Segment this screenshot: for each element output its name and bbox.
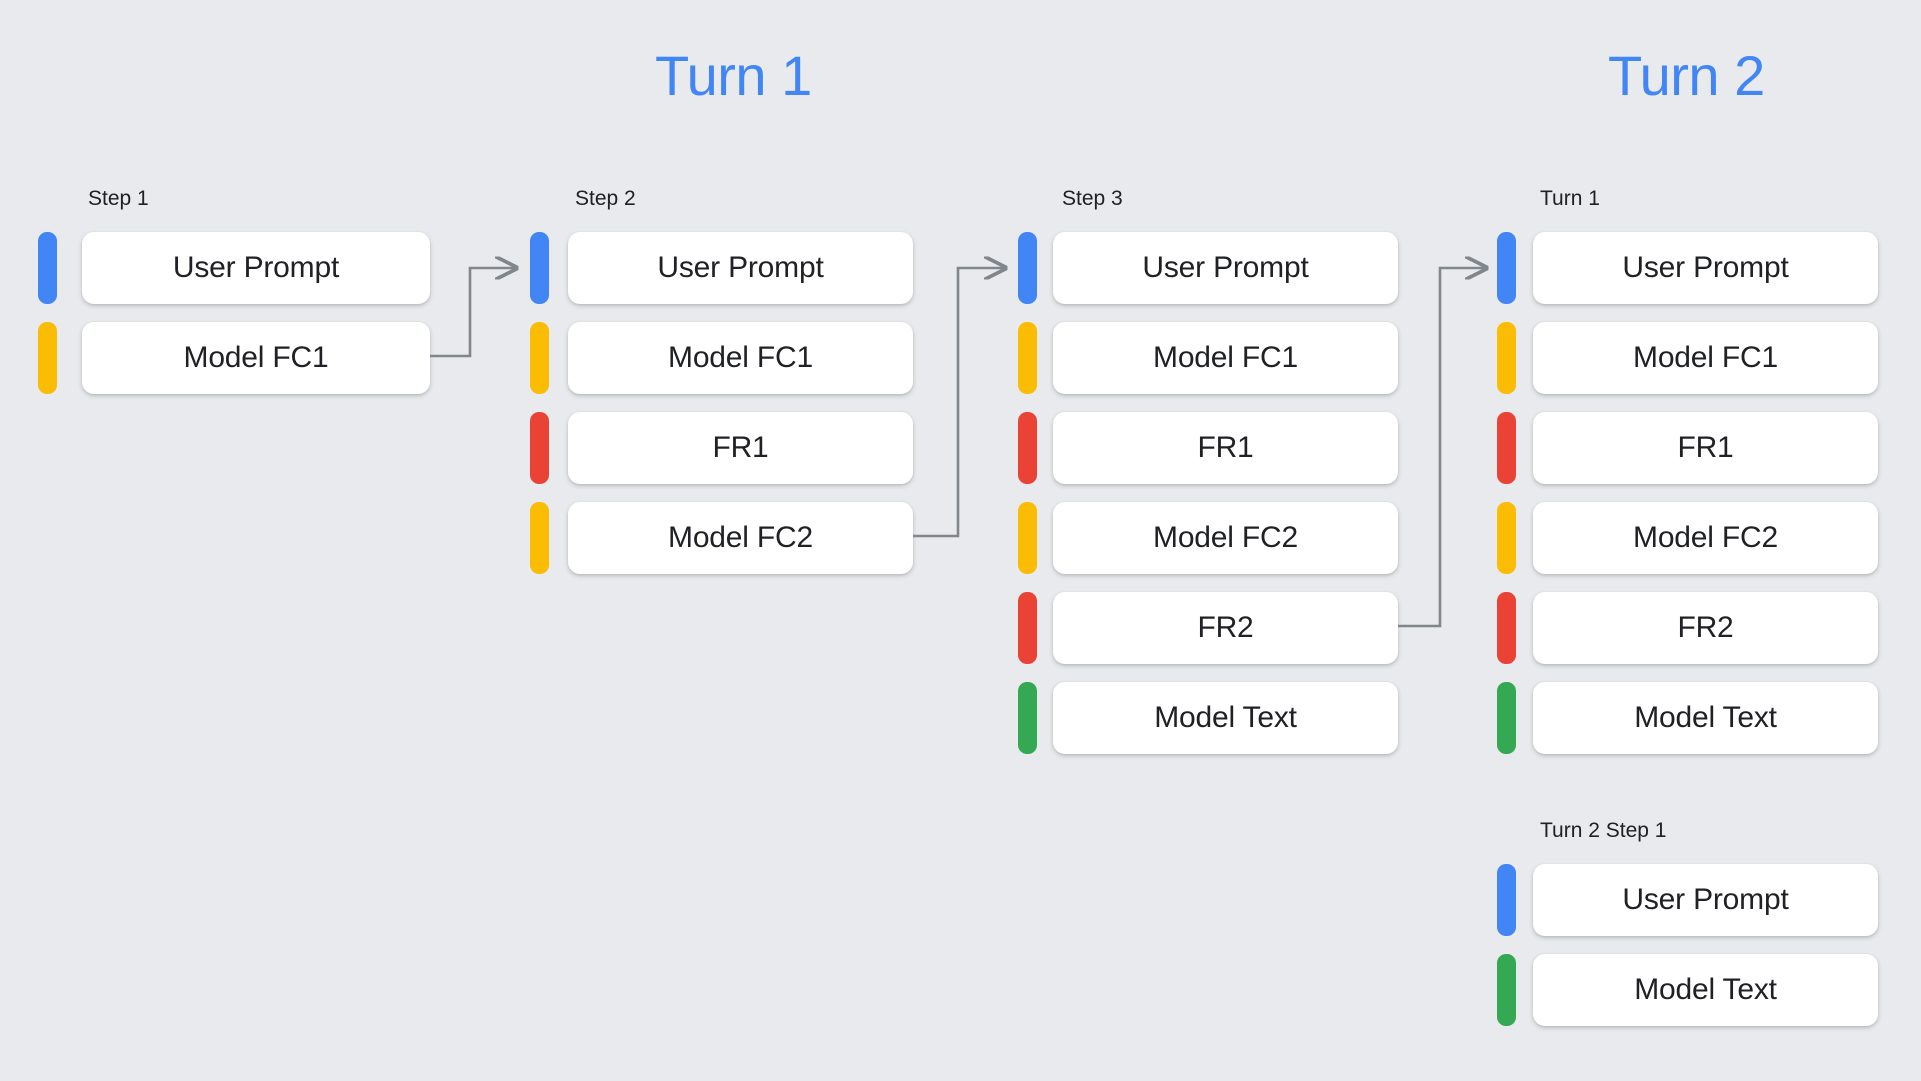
message-card-label: Model Text — [1154, 701, 1297, 734]
turn-2-title: Turn 2 — [1608, 44, 1765, 107]
message-card[interactable]: FR2 — [1533, 592, 1878, 664]
type-bar-model-fc-icon — [38, 322, 57, 394]
message-card[interactable]: User Prompt — [1533, 232, 1878, 304]
type-bar-model-fc-icon — [1497, 322, 1516, 394]
type-bar-model-text-icon — [1497, 954, 1516, 1026]
message-card[interactable]: User Prompt — [82, 232, 430, 304]
message-card-label: Model FC2 — [1153, 521, 1298, 554]
message-card[interactable]: User Prompt — [1053, 232, 1398, 304]
message-card[interactable]: FR1 — [1053, 412, 1398, 484]
message-card-label: User Prompt — [1622, 251, 1789, 284]
column-label-step-2: Step 2 — [575, 187, 636, 210]
list-item[interactable]: User Prompt — [1497, 232, 1878, 304]
message-card-label: Model Text — [1634, 701, 1777, 734]
message-card[interactable]: FR2 — [1053, 592, 1398, 664]
column-label-step-3: Step 3 — [1062, 187, 1123, 210]
list-item[interactable]: Model FC1 — [1018, 322, 1398, 394]
message-card-label: Model FC2 — [1633, 521, 1778, 554]
type-bar-function-response-icon — [1497, 412, 1516, 484]
type-bar-function-response-icon — [1018, 592, 1037, 664]
message-card-label: Model Text — [1634, 973, 1777, 1006]
list-item[interactable]: User Prompt — [38, 232, 430, 304]
list-item[interactable]: Model Text — [1497, 954, 1878, 1026]
type-bar-user-prompt-icon — [1018, 232, 1037, 304]
turn-1-title: Turn 1 — [655, 44, 812, 107]
type-bar-model-text-icon — [1018, 682, 1037, 754]
message-card[interactable]: FR1 — [568, 412, 913, 484]
list-item[interactable]: FR2 — [1018, 592, 1398, 664]
type-bar-model-fc-icon — [530, 322, 549, 394]
list-item[interactable]: Model FC1 — [530, 322, 913, 394]
message-card-label: FR1 — [1677, 431, 1734, 464]
type-bar-function-response-icon — [530, 412, 549, 484]
message-card-label: Model FC1 — [1633, 341, 1778, 374]
message-card[interactable]: Model FC1 — [82, 322, 430, 394]
list-item[interactable]: Model Text — [1018, 682, 1398, 754]
type-bar-user-prompt-icon — [38, 232, 57, 304]
list-item[interactable]: User Prompt — [1018, 232, 1398, 304]
message-card-label: FR2 — [1197, 611, 1254, 644]
message-card-label: Model FC2 — [668, 521, 813, 554]
list-item[interactable]: Model FC2 — [1497, 502, 1878, 574]
message-card-label: User Prompt — [1622, 883, 1789, 916]
message-card[interactable]: Model FC1 — [1053, 322, 1398, 394]
message-card-label: Model FC1 — [668, 341, 813, 374]
message-card-label: User Prompt — [1142, 251, 1309, 284]
message-card-label: FR1 — [712, 431, 769, 464]
list-item[interactable]: FR1 — [530, 412, 913, 484]
list-item[interactable]: FR2 — [1497, 592, 1878, 664]
type-bar-model-fc-icon — [1018, 322, 1037, 394]
message-card[interactable]: Model Text — [1533, 682, 1878, 754]
message-card[interactable]: Model Text — [1533, 954, 1878, 1026]
list-item[interactable]: Model FC1 — [1497, 322, 1878, 394]
connector-step3-to-turn1-icon — [1398, 232, 1510, 628]
connector-step2-to-step3-icon — [913, 232, 1031, 538]
message-card[interactable]: User Prompt — [1533, 864, 1878, 936]
type-bar-model-fc-icon — [530, 502, 549, 574]
list-item[interactable]: Model FC1 — [38, 322, 430, 394]
list-item[interactable]: FR1 — [1497, 412, 1878, 484]
message-card[interactable]: FR1 — [1533, 412, 1878, 484]
column-label-step-1: Step 1 — [88, 187, 149, 210]
list-item[interactable]: Model FC2 — [530, 502, 913, 574]
message-card-label: User Prompt — [657, 251, 824, 284]
list-item[interactable]: User Prompt — [530, 232, 913, 304]
column-label-turn2-step-1: Turn 2 Step 1 — [1540, 819, 1667, 842]
message-card-label: User Prompt — [172, 251, 340, 284]
message-card[interactable]: User Prompt — [568, 232, 913, 304]
type-bar-user-prompt-icon — [1497, 232, 1516, 304]
message-card-label: Model FC1 — [1153, 341, 1298, 374]
message-card-label: FR1 — [1197, 431, 1254, 464]
message-card[interactable]: Model FC2 — [568, 502, 913, 574]
type-bar-user-prompt-icon — [530, 232, 549, 304]
message-card-label: FR2 — [1677, 611, 1734, 644]
message-card[interactable]: Model FC2 — [1533, 502, 1878, 574]
message-card[interactable]: Model FC1 — [568, 322, 913, 394]
type-bar-model-fc-icon — [1497, 502, 1516, 574]
type-bar-function-response-icon — [1018, 412, 1037, 484]
message-card[interactable]: Model FC2 — [1053, 502, 1398, 574]
type-bar-function-response-icon — [1497, 592, 1516, 664]
list-item[interactable]: Model Text — [1497, 682, 1878, 754]
message-card[interactable]: Model FC1 — [1533, 322, 1878, 394]
connector-step1-to-step2-icon — [430, 232, 540, 358]
message-card-label: Model FC1 — [183, 341, 329, 374]
type-bar-user-prompt-icon — [1497, 864, 1516, 936]
list-item[interactable]: Model FC2 — [1018, 502, 1398, 574]
list-item[interactable]: User Prompt — [1497, 864, 1878, 936]
type-bar-model-fc-icon — [1018, 502, 1037, 574]
message-card[interactable]: Model Text — [1053, 682, 1398, 754]
type-bar-model-text-icon — [1497, 682, 1516, 754]
list-item[interactable]: FR1 — [1018, 412, 1398, 484]
column-label-turn2-turn-1: Turn 1 — [1540, 187, 1600, 210]
